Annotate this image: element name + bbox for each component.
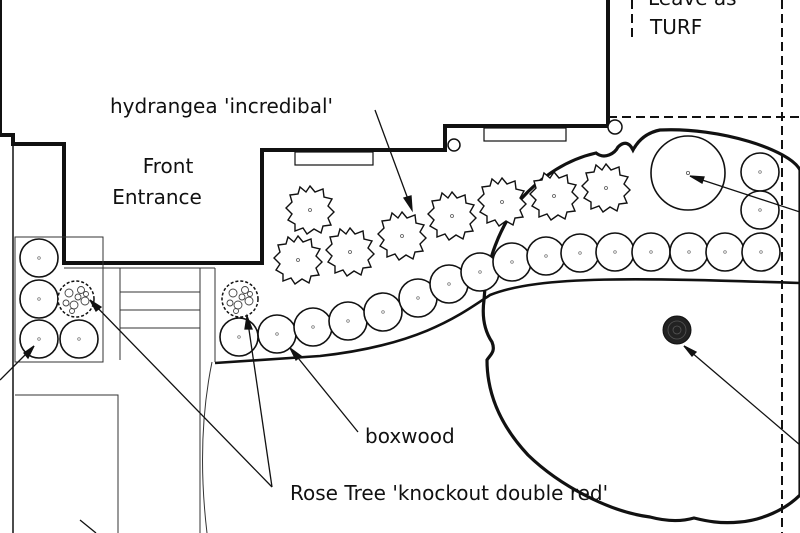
boxwood [59, 319, 99, 359]
boxwood [740, 152, 780, 192]
hydrangea-label: hydrangea 'incredibal' [110, 94, 333, 118]
hydrangea [285, 185, 335, 235]
boxwood [705, 232, 745, 272]
turf-boundary [608, 0, 800, 533]
hydrangea [529, 171, 579, 221]
downspout [447, 138, 461, 152]
hydrangea [427, 191, 477, 241]
downspout [607, 119, 623, 135]
leader-lines [0, 109, 800, 533]
rose-tree-label: Rose Tree 'knockout double red' [290, 481, 608, 505]
window-front [294, 151, 374, 166]
entry-steps [14, 236, 216, 533]
hydrangea [581, 163, 631, 213]
ornamental-tree [650, 135, 726, 211]
hydrangea [377, 211, 427, 261]
rose-tree [221, 280, 259, 318]
boxwood [19, 279, 59, 319]
turf-label-line2: TURF [649, 15, 702, 39]
boxwood [560, 233, 600, 273]
boxwood [631, 232, 671, 272]
window-side [483, 127, 567, 142]
boxwood [526, 236, 566, 276]
tree-trunk [662, 315, 692, 345]
boxwood [740, 190, 780, 230]
hydrangea [325, 227, 375, 277]
large-tree-canopy [481, 128, 800, 525]
boxwood-label: boxwood [365, 424, 455, 448]
boxwood [19, 238, 59, 278]
boxwood [257, 314, 297, 354]
boxwood [741, 232, 781, 272]
boxwood [293, 307, 333, 347]
boxwood [595, 232, 635, 272]
turf-label-line1: Leave as [648, 0, 737, 10]
bed-edge [214, 278, 800, 365]
boxwood [328, 301, 368, 341]
boxwood [492, 242, 532, 282]
rose-tree [57, 280, 95, 318]
boxwood-centers [37, 170, 763, 341]
boxwood [363, 292, 403, 332]
front-entrance-label-line1: Front [143, 154, 194, 178]
hydrangea [273, 235, 323, 285]
hydrangea [477, 177, 527, 227]
boxwood-shrubs [19, 152, 781, 359]
boxwood [669, 232, 709, 272]
front-entrance-label-line2: Entrance [112, 185, 202, 209]
rose-trees [57, 280, 259, 318]
house-footprint [0, 0, 623, 533]
